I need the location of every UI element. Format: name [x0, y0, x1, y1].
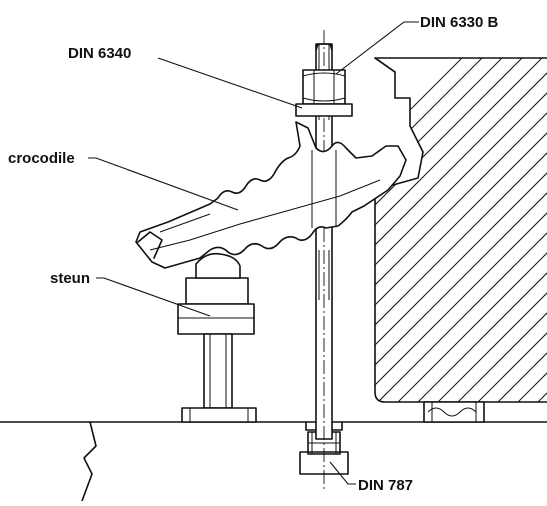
- label-din-787: DIN 787: [358, 477, 413, 494]
- label-crocodile: crocodile: [8, 150, 75, 167]
- label-steun: steun: [50, 270, 90, 287]
- leader-lines: [88, 21, 419, 485]
- steun-support: [177, 252, 257, 423]
- washer: [295, 103, 353, 117]
- workpiece-support: [423, 401, 485, 423]
- crocodile-clamp: [135, 121, 407, 269]
- label-din-6340: DIN 6340: [68, 45, 131, 62]
- hex-nut: [302, 69, 346, 105]
- workpiece: [374, 57, 547, 403]
- label-din-6330b: DIN 6330 B: [420, 14, 499, 31]
- machine-table: [0, 421, 547, 502]
